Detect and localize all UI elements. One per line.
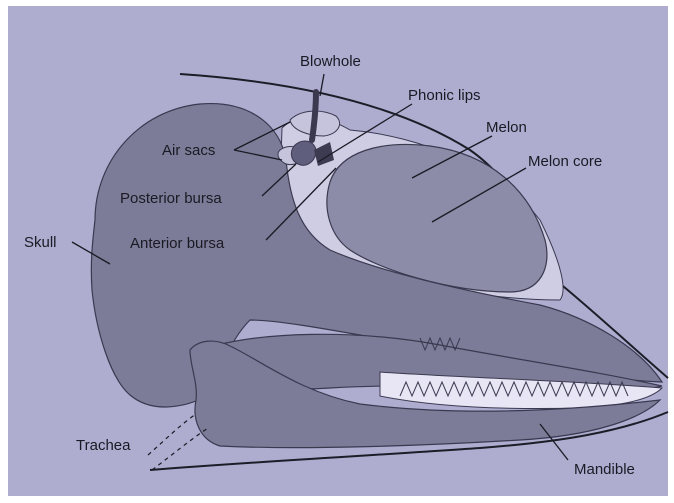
label-mandible: Mandible <box>574 461 635 478</box>
label-skull: Skull <box>24 234 57 251</box>
label-blowhole: Blowhole <box>300 53 361 70</box>
label-trachea: Trachea <box>76 437 131 454</box>
label-posterior-bursa: Posterior bursa <box>120 190 222 207</box>
label-melon: Melon <box>486 119 527 136</box>
label-phonic-lips: Phonic lips <box>408 87 481 104</box>
label-anterior-bursa: Anterior bursa <box>130 235 225 252</box>
label-melon-core: Melon core <box>528 153 602 170</box>
label-air-sacs: Air sacs <box>162 142 215 159</box>
posterior-bursa-shape <box>291 141 316 165</box>
